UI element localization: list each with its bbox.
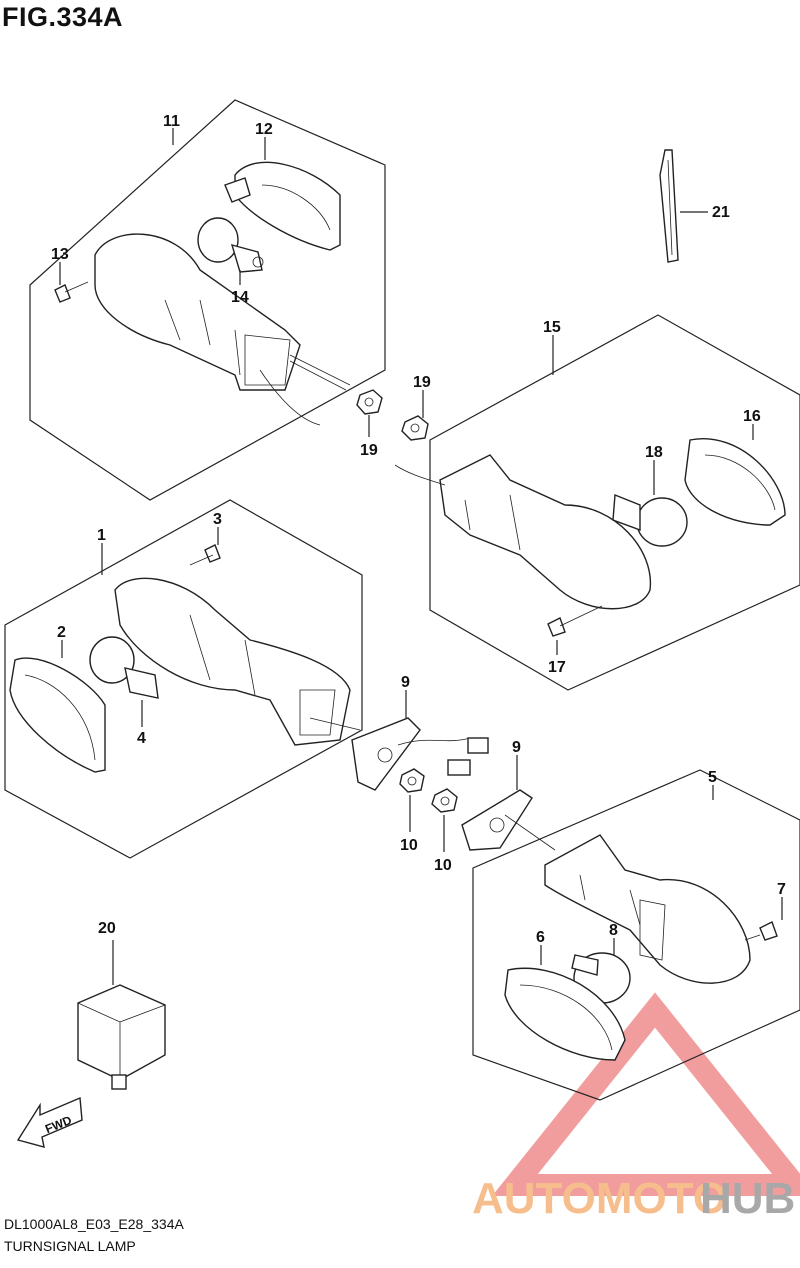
callout-18: 18 <box>645 444 663 461</box>
callout-4: 4 <box>137 730 146 747</box>
callout-9-left: 9 <box>401 674 410 691</box>
callout-1: 1 <box>97 527 106 544</box>
watermark-text-automoto: AUTOMOTO <box>472 1174 727 1223</box>
strap-21 <box>659 149 708 263</box>
nut-10-left <box>399 768 425 793</box>
callout-19-upper: 19 <box>413 374 431 391</box>
group-15-lamp-assembly <box>394 314 800 691</box>
fwd-arrow-icon: FWD <box>16 1096 83 1148</box>
figure-caption: TURNSIGNAL LAMP <box>4 1238 136 1254</box>
group-11-lamp-assembly <box>29 99 386 501</box>
gasket-9-right <box>447 759 556 851</box>
nut-19-right <box>401 415 429 441</box>
callout-9-right: 9 <box>512 739 521 756</box>
bulb-18 <box>612 493 688 547</box>
nut-19-left <box>356 389 383 415</box>
callout-21: 21 <box>712 204 730 221</box>
lens-12 <box>224 161 341 251</box>
callout-12: 12 <box>255 121 273 138</box>
group-5-lamp-assembly <box>472 769 800 1101</box>
callout-10-left: 10 <box>400 837 418 854</box>
callout-16: 16 <box>743 408 761 425</box>
callout-10-right: 10 <box>434 857 452 874</box>
callout-2: 2 <box>57 624 66 641</box>
callout-3: 3 <box>213 511 222 528</box>
group-1-lamp-assembly <box>4 499 363 859</box>
screw-7 <box>744 921 778 941</box>
lens-2 <box>9 657 106 773</box>
watermark-logo: AUTOMOTO HUB <box>472 992 800 1223</box>
callout-7: 7 <box>777 881 786 898</box>
callout-13: 13 <box>51 246 69 263</box>
watermark-text-hub: HUB <box>700 1174 795 1223</box>
callout-14: 14 <box>231 289 249 306</box>
callout-20: 20 <box>98 920 116 937</box>
bulb-4 <box>89 636 159 699</box>
callout-17: 17 <box>548 659 566 676</box>
bulb-14 <box>197 217 264 273</box>
callout-11: 11 <box>163 113 180 130</box>
lens-6 <box>504 967 626 1061</box>
gasket-9-left <box>351 717 489 791</box>
figure-title: FIG.334A <box>2 2 124 32</box>
screw-17 <box>547 605 603 637</box>
screw-13 <box>54 281 89 303</box>
figure-code: DL1000AL8_E03_E28_334A <box>4 1216 184 1232</box>
callout-15: 15 <box>543 319 561 336</box>
nut-10-right <box>431 788 458 813</box>
callout-6: 6 <box>536 929 545 946</box>
screw-3 <box>189 544 221 566</box>
callout-19-lower: 19 <box>360 442 378 459</box>
watermark-triangle <box>492 992 800 1196</box>
callout-5: 5 <box>708 769 717 786</box>
leader-lines <box>59 128 783 965</box>
lens-16 <box>684 438 786 526</box>
callout-labels: 11 12 13 14 15 16 17 18 19 19 20 21 1 2 … <box>51 113 786 946</box>
relay-20 <box>77 940 166 1090</box>
callout-8: 8 <box>609 922 618 939</box>
